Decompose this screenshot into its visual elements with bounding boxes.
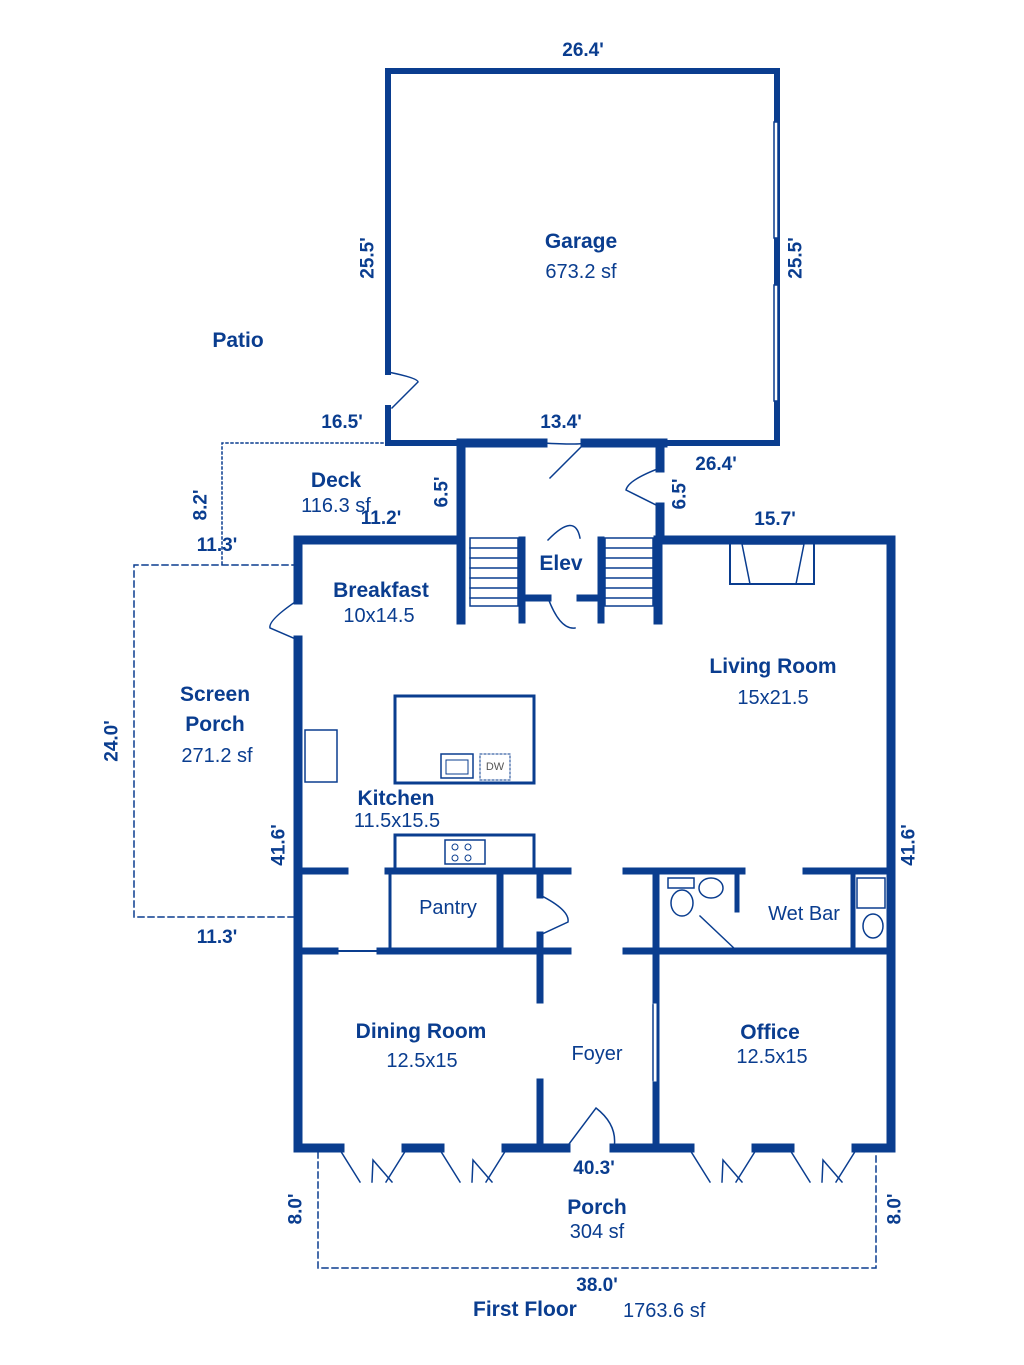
dim-patio-top: 16.5' bbox=[321, 412, 363, 433]
elev-door-top bbox=[546, 524, 581, 542]
screen-porch-area: 271.2 sf bbox=[181, 745, 253, 767]
kitchen-name: Kitchen bbox=[357, 787, 435, 810]
garage-overhead-door-1 bbox=[773, 121, 779, 239]
dim-deck-upper: 6.5' bbox=[431, 476, 453, 508]
patio-name: Patio bbox=[212, 329, 264, 352]
office-size: 12.5x15 bbox=[736, 1046, 808, 1068]
breakfast-door bbox=[269, 598, 300, 641]
closet-door bbox=[538, 893, 569, 936]
french-door-4 bbox=[788, 1148, 858, 1184]
living-room-size: 15x21.5 bbox=[737, 687, 809, 709]
screen-porch-outline bbox=[133, 564, 299, 918]
stairs-right bbox=[604, 537, 654, 607]
garage-side-door bbox=[387, 371, 419, 410]
refrigerator bbox=[304, 729, 338, 783]
dim-house-right: 41.6' bbox=[898, 824, 920, 866]
toilet-tank bbox=[667, 877, 695, 889]
hall-door bbox=[542, 442, 586, 480]
dim-house-left: 41.6' bbox=[268, 824, 290, 866]
dim-porch-left: 8.0' bbox=[285, 1193, 307, 1225]
floor-title: First Floor bbox=[473, 1298, 577, 1321]
dim-garage-bottom: 26.4' bbox=[695, 454, 737, 475]
dim-patio-side: 8.2' bbox=[190, 489, 212, 521]
dining-room-name: Dining Room bbox=[355, 1020, 487, 1043]
office-name: Office bbox=[740, 1021, 800, 1044]
breakfast-name: Breakfast bbox=[333, 579, 429, 602]
burner bbox=[464, 843, 472, 851]
elev-name: Elev bbox=[539, 552, 583, 575]
dim-garage-left: 25.5' bbox=[357, 237, 379, 279]
dim-garage-right: 25.5' bbox=[785, 237, 807, 279]
kitchen-size: 11.5x15.5 bbox=[353, 810, 441, 832]
dim-house-front: 40.3' bbox=[573, 1158, 615, 1179]
dim-stair-right: 6.5' bbox=[669, 478, 691, 510]
dishwasher-label: DW bbox=[485, 761, 505, 773]
stairs-left bbox=[469, 537, 519, 607]
deck-area: 116.3 sf bbox=[301, 495, 371, 517]
burner bbox=[451, 854, 459, 862]
bath-sink bbox=[698, 877, 724, 899]
kitchen-island bbox=[393, 694, 536, 785]
garage-area: 673.2 sf bbox=[545, 261, 617, 283]
front-door bbox=[564, 1106, 616, 1150]
bar-cabinet bbox=[856, 877, 886, 909]
french-door-1 bbox=[338, 1148, 408, 1184]
kitchen-counter bbox=[393, 833, 536, 869]
dim-screen-top: 11.3' bbox=[196, 535, 238, 556]
bath-door bbox=[698, 914, 739, 953]
screen-porch-name-line2: Porch bbox=[185, 713, 245, 736]
floor-total-area: 1763.6 sf bbox=[623, 1300, 706, 1322]
toilet bbox=[670, 889, 694, 917]
pantry-name: Pantry bbox=[419, 897, 477, 919]
garage-walls bbox=[385, 68, 780, 446]
sink-basin bbox=[445, 759, 469, 775]
dim-deck-wall: 11.2' bbox=[360, 508, 402, 529]
deck-name: Deck bbox=[310, 469, 362, 492]
french-door-2 bbox=[438, 1148, 508, 1184]
dim-stair-hall-top: 13.4' bbox=[540, 412, 582, 433]
patio-outline bbox=[221, 442, 389, 566]
garage-name: Garage bbox=[544, 230, 618, 253]
dining-room-size: 12.5x15 bbox=[386, 1050, 458, 1072]
burner bbox=[451, 843, 459, 851]
breakfast-size: 10x14.5 bbox=[343, 605, 415, 627]
burner bbox=[464, 854, 472, 862]
range bbox=[444, 839, 486, 865]
wet-bar-name: Wet Bar bbox=[768, 903, 840, 925]
living-room-name: Living Room bbox=[709, 655, 837, 678]
porch-area: 304 sf bbox=[569, 1221, 625, 1243]
foyer-name: Foyer bbox=[571, 1043, 623, 1065]
hall-side-door bbox=[625, 467, 662, 509]
dim-living-top: 15.7' bbox=[754, 509, 796, 530]
dim-porch-right: 8.0' bbox=[884, 1193, 906, 1225]
porch-name: Porch bbox=[567, 1196, 627, 1219]
screen-porch-name-line1: Screen bbox=[179, 683, 251, 706]
sink bbox=[440, 753, 474, 779]
dim-screen-bottom: 11.3' bbox=[196, 927, 238, 948]
dim-screen-side: 24.0' bbox=[101, 720, 123, 762]
fireplace-firebox bbox=[741, 543, 805, 585]
elev-door-bottom bbox=[547, 597, 576, 629]
dim-porch-bottom: 38.0' bbox=[576, 1275, 618, 1296]
french-door-3 bbox=[688, 1148, 758, 1184]
bar-sink bbox=[862, 913, 884, 939]
garage-overhead-door-2 bbox=[773, 284, 779, 402]
porch-outline bbox=[317, 1151, 877, 1269]
dim-garage-top: 26.4' bbox=[562, 40, 604, 61]
